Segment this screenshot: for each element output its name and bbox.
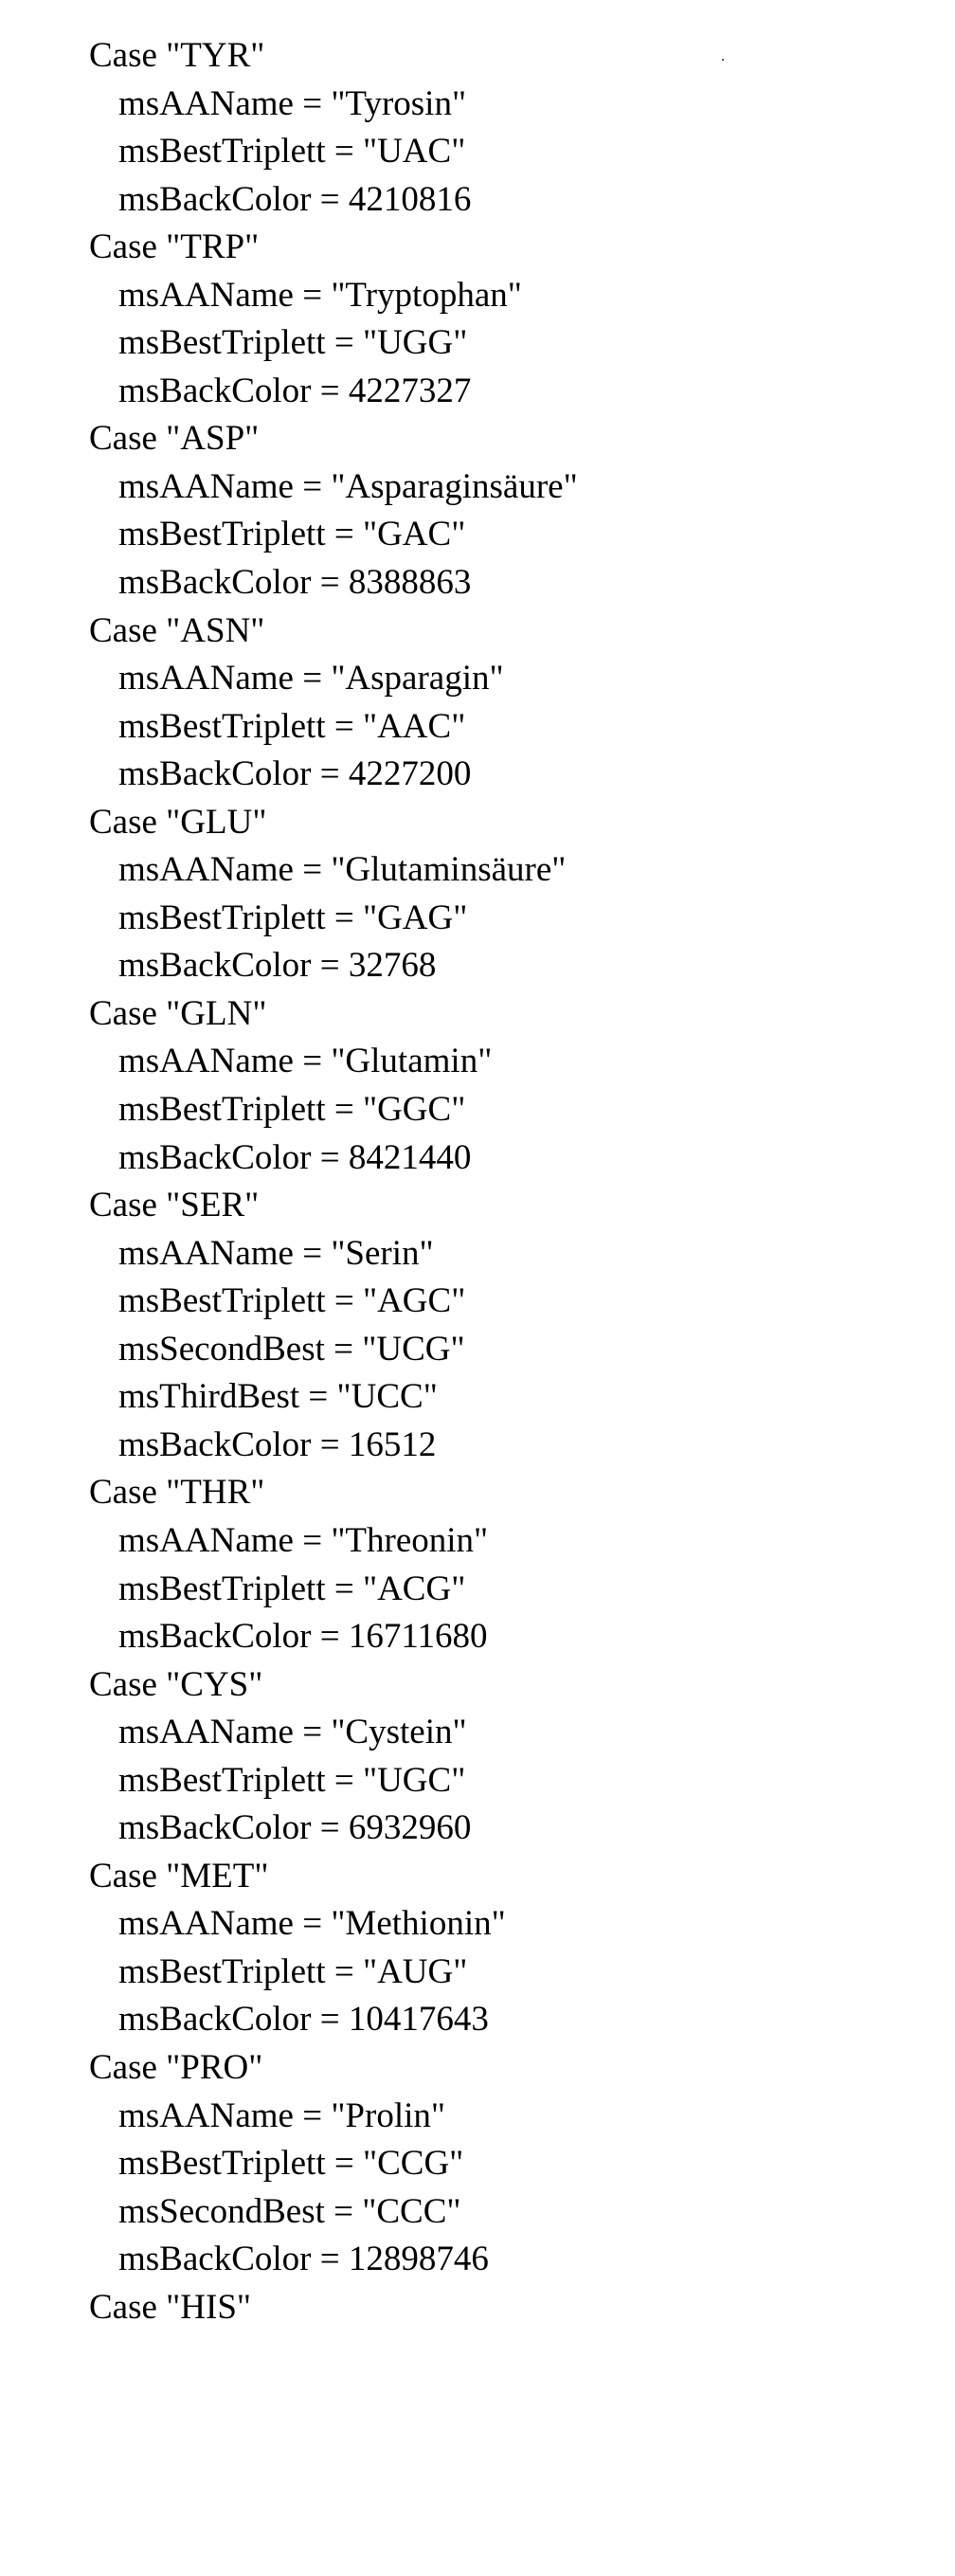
- assignment-line: msThirdBest = "UCC": [89, 1373, 923, 1422]
- assignment-line: msBestTriplett = "CCG": [89, 2140, 923, 2188]
- assignment-line: msBackColor = 4210816: [89, 176, 923, 225]
- assignment-line: msAAName = "Asparagin": [89, 655, 923, 703]
- code-listing: Case "TYR"msAAName = "Tyrosin"msBestTrip…: [89, 32, 923, 2331]
- assignment-line: msBestTriplett = "UGG": [89, 319, 923, 368]
- assignment-line: msBestTriplett = "UAC": [89, 128, 923, 176]
- assignment-line: msAAName = "Methionin": [89, 1900, 923, 1949]
- case-statement-line: Case "SER": [89, 1182, 923, 1230]
- assignment-line: msBestTriplett = "GAG": [89, 895, 923, 943]
- case-statement-line: Case "ASN": [89, 608, 923, 656]
- assignment-line: msAAName = "Prolin": [89, 2093, 923, 2141]
- case-statement-line: Case "HIS": [89, 2284, 923, 2332]
- assignment-line: msAAName = "Threonin": [89, 1517, 923, 1566]
- case-statement-line: Case "ASP": [89, 415, 923, 463]
- assignment-line: msBestTriplett = "AAC": [89, 703, 923, 752]
- assignment-line: msBestTriplett = "UGC": [89, 1757, 923, 1805]
- assignment-line: msBestTriplett = "ACG": [89, 1566, 923, 1614]
- assignment-line: msAAName = "Glutamin": [89, 1038, 923, 1086]
- assignment-line: msBestTriplett = "AGC": [89, 1278, 923, 1326]
- assignment-line: msSecondBest = "UCG": [89, 1326, 923, 1374]
- assignment-line: msBackColor = 12898746: [89, 2236, 923, 2284]
- assignment-line: msBackColor = 16711680: [89, 1613, 923, 1661]
- assignment-line: msAAName = "Tryptophan": [89, 272, 923, 320]
- assignment-line: msBackColor = 8421440: [89, 1134, 923, 1183]
- case-statement-line: Case "CYS": [89, 1661, 923, 1710]
- case-statement-line: Case "PRO": [89, 2044, 923, 2093]
- case-statement-line: Case "MET": [89, 1853, 923, 1901]
- case-statement-line: Case "GLU": [89, 799, 923, 847]
- case-statement-line: Case "GLN": [89, 990, 923, 1039]
- assignment-line: msBestTriplett = "AUG": [89, 1949, 923, 1997]
- assignment-line: msAAName = "Serin": [89, 1230, 923, 1279]
- assignment-line: msBackColor = 4227200: [89, 751, 923, 799]
- assignment-line: msBackColor = 8388863: [89, 559, 923, 608]
- assignment-line: msBestTriplett = "GGC": [89, 1086, 923, 1134]
- assignment-line: msAAName = "Tyrosin": [89, 81, 923, 129]
- assignment-line: msAAName = "Cystein": [89, 1709, 923, 1757]
- case-statement-line: Case "TRP": [89, 224, 923, 272]
- assignment-line: msSecondBest = "CCC": [89, 2188, 923, 2237]
- assignment-line: msBestTriplett = "GAC": [89, 511, 923, 559]
- case-statement-line: Case "TYR": [89, 32, 923, 81]
- assignment-line: msAAName = "Asparaginsäure": [89, 463, 923, 512]
- assignment-line: msBackColor = 6932960: [89, 1805, 923, 1853]
- assignment-line: msBackColor = 16512: [89, 1422, 923, 1470]
- assignment-line: msBackColor = 4227327: [89, 368, 923, 416]
- assignment-line: msBackColor = 32768: [89, 942, 923, 990]
- assignment-line: msBackColor = 10417643: [89, 1996, 923, 2044]
- assignment-line: msAAName = "Glutaminsäure": [89, 846, 923, 895]
- case-statement-line: Case "THR": [89, 1469, 923, 1517]
